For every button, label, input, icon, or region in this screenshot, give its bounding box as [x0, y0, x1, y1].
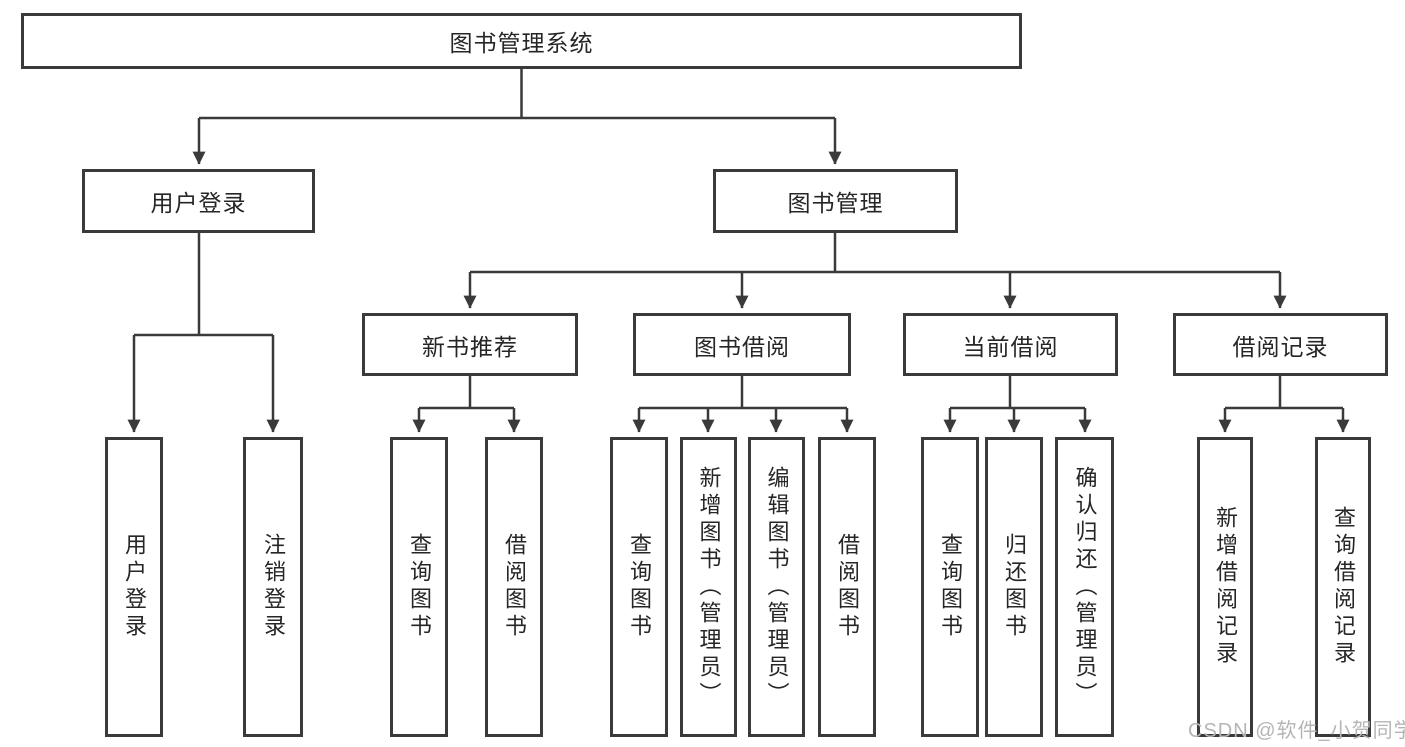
- leaf-query-book-1: 查询图书: [390, 437, 448, 737]
- csdn-watermark: CSDN @软件_小贺同学: [1188, 720, 1405, 742]
- node-user-login: 用户登录: [82, 169, 315, 233]
- leaf-add-book-admin: 新增图书（管理员）: [680, 437, 737, 737]
- leaf-return-book: 归还图书: [985, 437, 1043, 737]
- node-borrowing-records: 借阅记录: [1173, 313, 1388, 376]
- node-book-borrowing: 图书借阅: [633, 313, 851, 376]
- node-new-book-recommend: 新书推荐: [362, 313, 578, 376]
- node-root-system: 图书管理系统: [21, 13, 1022, 69]
- leaf-edit-book-admin: 编辑图书（管理员）: [748, 437, 805, 737]
- leaf-query-borrow-record: 查询借阅记录: [1315, 437, 1371, 737]
- leaf-borrow-book-1: 借阅图书: [485, 437, 543, 737]
- node-current-borrowing: 当前借阅: [903, 313, 1118, 376]
- leaf-confirm-return-admin: 确认归还（管理员）: [1055, 437, 1114, 737]
- leaf-query-book-2: 查询图书: [610, 437, 668, 737]
- leaf-query-book-3: 查询图书: [921, 437, 979, 737]
- node-book-management: 图书管理: [713, 169, 958, 233]
- leaf-borrow-book-2: 借阅图书: [818, 437, 876, 737]
- leaf-add-borrow-record: 新增借阅记录: [1197, 437, 1253, 737]
- leaf-user-login: 用户登录: [105, 437, 163, 737]
- trunk-lines: [134, 69, 1343, 410]
- leaf-logout: 注销登录: [243, 437, 303, 737]
